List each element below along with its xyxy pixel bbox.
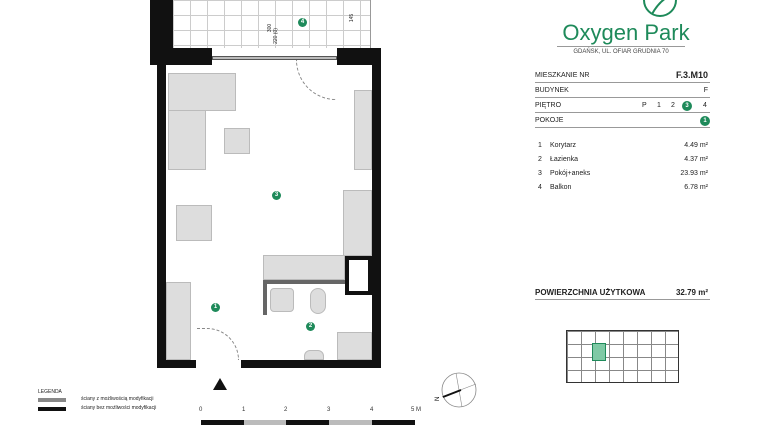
wall [372, 48, 381, 368]
building-row: BUDYNEK F [535, 83, 710, 98]
legend-swatch-fixed [38, 407, 66, 411]
apartment-row: MIESZKANIE NR F.3.M10 [535, 68, 710, 83]
entrance-door-swing [197, 328, 239, 360]
toilet [310, 288, 326, 314]
label: POKOJE [535, 117, 564, 124]
wall [157, 48, 166, 368]
wall-modifiable [263, 280, 345, 284]
dining-table [176, 205, 212, 241]
scale-tick: 0 [199, 407, 203, 413]
room-name: Korytarz [550, 142, 577, 149]
dim-label: 145 [349, 13, 356, 23]
room-name: Łazienka [550, 156, 579, 163]
rooms-count-badge: 1 [700, 116, 710, 126]
room-no: 4 [538, 184, 542, 191]
floor-option: 2 [671, 102, 675, 109]
brand-address: GDAŃSK, UL. OFIAR GRUDNIA 70 [573, 49, 669, 55]
wall [337, 48, 381, 65]
scale-tick: 3 [327, 407, 331, 413]
building-minimap [566, 330, 679, 383]
floor-option: 4 [703, 102, 707, 109]
room-area: 4.49 m² [684, 142, 708, 149]
rooms-count-row: POKOJE 1 [535, 113, 710, 128]
label: MIESZKANIE NR [535, 72, 590, 79]
apartment-value: F.3.M10 [675, 70, 708, 80]
scale-tick: 5 M [411, 407, 422, 413]
label: POWIERZCHNIA UŻYTKOWA [535, 288, 646, 297]
wardrobe [166, 282, 191, 360]
divider [557, 46, 685, 47]
wall [157, 48, 212, 65]
compass-icon: N [435, 372, 477, 408]
scale-tick: 1 [242, 407, 246, 413]
wall [241, 360, 381, 368]
fridge [345, 256, 372, 295]
entrance-arrow-icon [213, 378, 227, 390]
scale-tick: 2 [284, 407, 288, 413]
building-value: F [703, 87, 708, 94]
room-area: 23.93 m² [680, 170, 708, 177]
room-no: 3 [538, 170, 542, 177]
wall-modifiable [263, 280, 267, 315]
total-area-row: POWIERZCHNIA UŻYTKOWA 32.79 m² [535, 285, 710, 300]
brand-name: Oxygen Park [562, 20, 690, 45]
room-marker: 3 [272, 191, 281, 200]
balcony [173, 0, 371, 48]
total-area-value: 32.79 m² [675, 288, 708, 297]
room-marker: 1 [211, 303, 220, 312]
shower [337, 332, 372, 360]
floor-option-selected: 3 [682, 101, 692, 111]
tv-cabinet [354, 90, 372, 170]
room-marker: 2 [306, 322, 315, 331]
room-name: Balkon [550, 184, 572, 191]
floor-row: PIĘTRO P 1 2 3 4 [535, 98, 710, 113]
label: PIĘTRO [535, 102, 562, 109]
room-row: 3 Pokój+aneks 23.93 m² [538, 167, 710, 181]
window [212, 56, 337, 60]
room-area: 4.37 m² [684, 156, 708, 163]
coffee-table [224, 128, 250, 154]
room-marker: 4 [298, 18, 307, 27]
compass-label: N [435, 397, 441, 401]
room-no: 2 [538, 156, 542, 163]
wall [157, 360, 196, 368]
apartment-highlight [592, 343, 606, 361]
logo-leaf-icon [643, 0, 677, 17]
kitchen-counter [263, 255, 345, 280]
washbasin [304, 350, 324, 360]
sofa [168, 110, 206, 170]
washing-machine [270, 288, 294, 312]
dim-label: 220 (0) [272, 28, 279, 44]
legend-item: ściany z możliwością modyfikacji [81, 396, 154, 402]
room-name: Pokój+aneks [550, 170, 591, 177]
room-area: 6.78 m² [684, 184, 708, 191]
legend-swatch-modifiable [38, 398, 66, 402]
sofa [168, 73, 236, 111]
room-no: 1 [538, 142, 542, 149]
kitchen-column [343, 190, 372, 256]
legend-title: LEGENDA [38, 389, 62, 395]
room-row: 2 Łazienka 4.37 m² [538, 153, 710, 167]
label: BUDYNEK [535, 87, 569, 94]
room-row: 1 Korytarz 4.49 m² [538, 139, 710, 153]
scale-tick: 4 [370, 407, 374, 413]
floor-option: 1 [657, 102, 661, 109]
room-row: 4 Balkon 6.78 m² [538, 181, 710, 195]
floor-option: P [642, 102, 647, 109]
balcony-door-swing [296, 60, 336, 100]
legend-item: ściany bez możliwości modyfikacji [81, 405, 157, 411]
